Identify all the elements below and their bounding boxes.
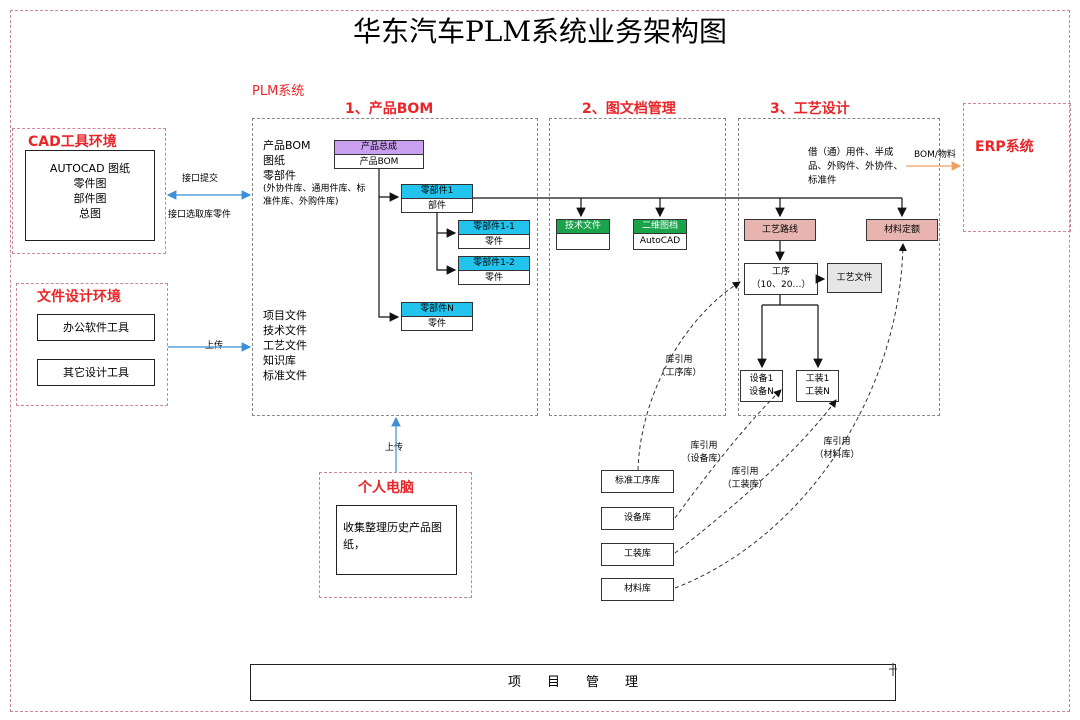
cad-env-title: CAD工具环境	[28, 134, 117, 150]
bom-left-text: 产品BOM 图纸 零部件 (外协件库、通用件库、标准件库、外购件库)	[263, 138, 368, 209]
tooling-label: 工装1	[805, 374, 830, 384]
proc-file-node: 工艺文件	[827, 263, 882, 293]
section-title-docs: 2、图文档管理	[582, 101, 676, 117]
pc-box	[319, 472, 472, 598]
cad-item: 部件图	[73, 192, 107, 205]
procedure-label: 工序	[771, 267, 790, 277]
arrow-label-upload-bottom: 上传	[385, 443, 404, 453]
lib-equipment: 设备库	[601, 507, 674, 530]
procedure-node: 工序 （10、20…）	[744, 263, 818, 295]
erp-items-text: 借（通）用件、半成品、外购件、外协件、标准件	[808, 147, 904, 186]
pc-text-box: 收集整理历史产品图纸，	[336, 505, 457, 575]
lib-tooling: 工装库	[601, 543, 674, 566]
plm-label: PLM系统	[252, 84, 305, 99]
procedure-sub-label: （10、20…）	[751, 280, 811, 290]
section-title-process: 3、工艺设计	[770, 101, 850, 117]
erp-box	[963, 103, 1071, 232]
bom-left2-line: 标准文件	[263, 369, 307, 382]
process-section-box	[738, 118, 940, 416]
bom-left2-line: 知识库	[263, 354, 296, 367]
other-tool-box: 其它设计工具	[37, 359, 155, 386]
project-mgmt-bar: 项 目 管 理	[250, 664, 896, 701]
docs-node-tech: 技术文件	[556, 219, 610, 250]
cad-items-box: AUTOCAD 图纸 零件图 部件图 总图	[25, 150, 155, 241]
tooling-label: 工装N	[805, 387, 830, 397]
diagram-title: 华东汽车PLM系统业务架构图	[352, 15, 728, 48]
bom-left2-line: 项目文件	[263, 309, 307, 322]
ref-label-material: 库引用 （材料库）	[814, 437, 860, 460]
cad-item: AUTOCAD 图纸	[49, 162, 131, 175]
equip-label: 设备1	[749, 374, 774, 384]
erp-title: ERP系统	[975, 139, 1034, 155]
ref-label-procedure: 库引用 （工序库）	[656, 355, 702, 378]
bom-left-line: 零部件	[263, 169, 296, 182]
arrow-label-bom-material: BOM/物料	[914, 150, 956, 160]
bom-left2-line: 技术文件	[263, 324, 307, 337]
lib-standard-procedure: 标准工序库	[601, 470, 674, 493]
bom-left2-line: 工艺文件	[263, 339, 307, 352]
bom-node-root: 产品总成产品BOM	[334, 140, 424, 169]
bom-left-line: (外协件库、通用件库、标准件库、外购件库)	[263, 184, 366, 207]
file-env-box	[16, 283, 168, 406]
tooling-node: 工装1 工装N	[796, 370, 839, 402]
outer-frame	[10, 10, 1070, 712]
material-quota-node: 材料定额	[866, 219, 938, 241]
cad-item: 总图	[79, 207, 101, 220]
equip-node: 设备1 设备N	[740, 370, 783, 402]
ref-label-tooling: 库引用 （工装库）	[722, 467, 768, 490]
arrow-label-submit: 接口提交	[182, 174, 219, 184]
office-tool-box: 办公软件工具	[37, 314, 155, 341]
bom-section-box	[252, 118, 538, 416]
process-route-node: 工艺路线	[744, 219, 816, 241]
pc-title: 个人电脑	[358, 480, 414, 496]
arrow-label-upload-left: 上传	[205, 341, 224, 351]
bom-left-line: 图纸	[263, 154, 285, 167]
file-env-title: 文件设计环境	[37, 289, 121, 305]
docs-section-box	[549, 118, 726, 416]
bom-left-text2: 项目文件 技术文件 工艺文件 知识库 标准文件	[263, 308, 343, 383]
section-title-bom: 1、产品BOM	[345, 101, 434, 117]
arrow-label-select: 接口选取库零件	[168, 210, 232, 220]
cad-item: 零件图	[73, 177, 107, 190]
cad-env-box	[12, 128, 166, 254]
lib-material: 材料库	[601, 578, 674, 601]
equip-label: 设备N	[749, 387, 774, 397]
ref-label-equipment: 库引用 （设备库）	[681, 441, 727, 464]
bom-left-line: 产品BOM	[263, 139, 311, 152]
